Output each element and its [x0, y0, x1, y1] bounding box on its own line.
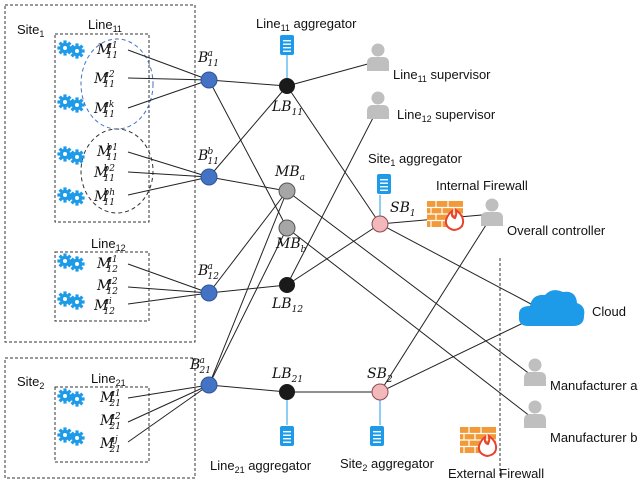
node-mba [278, 182, 296, 200]
manufacturer-b-label: Manufacturer b [550, 430, 637, 445]
gear-icon [57, 94, 84, 112]
document-icon [280, 426, 294, 446]
line21-aggregator-label: Line21 aggregator [210, 458, 312, 475]
line11-supervisor-label: Line11 supervisor [393, 67, 491, 84]
node-b12a [200, 284, 218, 302]
gear-icon [57, 427, 84, 445]
person-icon [367, 43, 389, 71]
line12-box [54, 251, 150, 322]
line11-aggregator-label: Line11 aggregator [256, 16, 357, 33]
node-lb12-label: LB12 [271, 296, 303, 315]
line21-label: Line21 [91, 371, 126, 388]
gear-icon [57, 40, 84, 58]
machine-edges [127, 49, 210, 443]
line11-box [54, 33, 150, 223]
firewall-icon [426, 200, 465, 231]
manufacturer-a-label: Manufacturer a [550, 378, 638, 393]
node-lb21-label: LB21 [271, 366, 303, 385]
firewall-icon [459, 426, 498, 457]
gear-icon [57, 291, 84, 309]
person-icon [481, 198, 503, 226]
line11-label: Line11 [88, 17, 122, 34]
node-lb11 [279, 78, 295, 94]
line12-supervisor-label: Line12 supervisor [397, 107, 496, 124]
document-icon [280, 35, 294, 55]
line21-box [54, 386, 150, 463]
gear-icon [57, 388, 84, 406]
site1-label: Site1 [17, 22, 44, 39]
site2-box [4, 357, 196, 479]
node-lb12 [279, 277, 295, 293]
node-lb21 [279, 384, 295, 400]
site2-label: Site2 [17, 374, 44, 391]
gear-icon [57, 253, 84, 271]
node-mba-label: MBa [274, 164, 305, 183]
internal-firewall-label: Internal Firewall [436, 178, 528, 193]
node-b21a [200, 376, 218, 394]
node-b11a [200, 71, 218, 89]
gear-icon [57, 187, 84, 205]
group-b-ellipse [80, 128, 154, 214]
network-edges [208, 55, 547, 425]
person-icon [367, 91, 389, 119]
node-lb11-label: LB11 [271, 99, 303, 118]
node-sb2-label: SB2 [367, 366, 393, 385]
node-mbb-label: MBb [275, 236, 307, 255]
document-icon [377, 174, 391, 194]
node-sb2 [371, 383, 389, 401]
cloud-label: Cloud [592, 304, 626, 319]
node-mbb [278, 219, 296, 237]
node-sb1 [371, 215, 389, 233]
cloud-icon [518, 290, 585, 326]
line12-label: Line12 [91, 236, 126, 253]
external-firewall-label: External Firewall [448, 466, 544, 481]
site1-box [4, 4, 196, 343]
gear-icon [57, 146, 84, 164]
node-sb1-label: SB1 [390, 200, 416, 219]
site1-aggregator-label: Site1 aggregator [368, 151, 463, 168]
site2-aggregator-label: Site2 aggregator [340, 456, 435, 473]
document-icon [370, 426, 384, 446]
overall-controller-label: Overall controller [507, 223, 606, 238]
node-b11b [200, 168, 218, 186]
